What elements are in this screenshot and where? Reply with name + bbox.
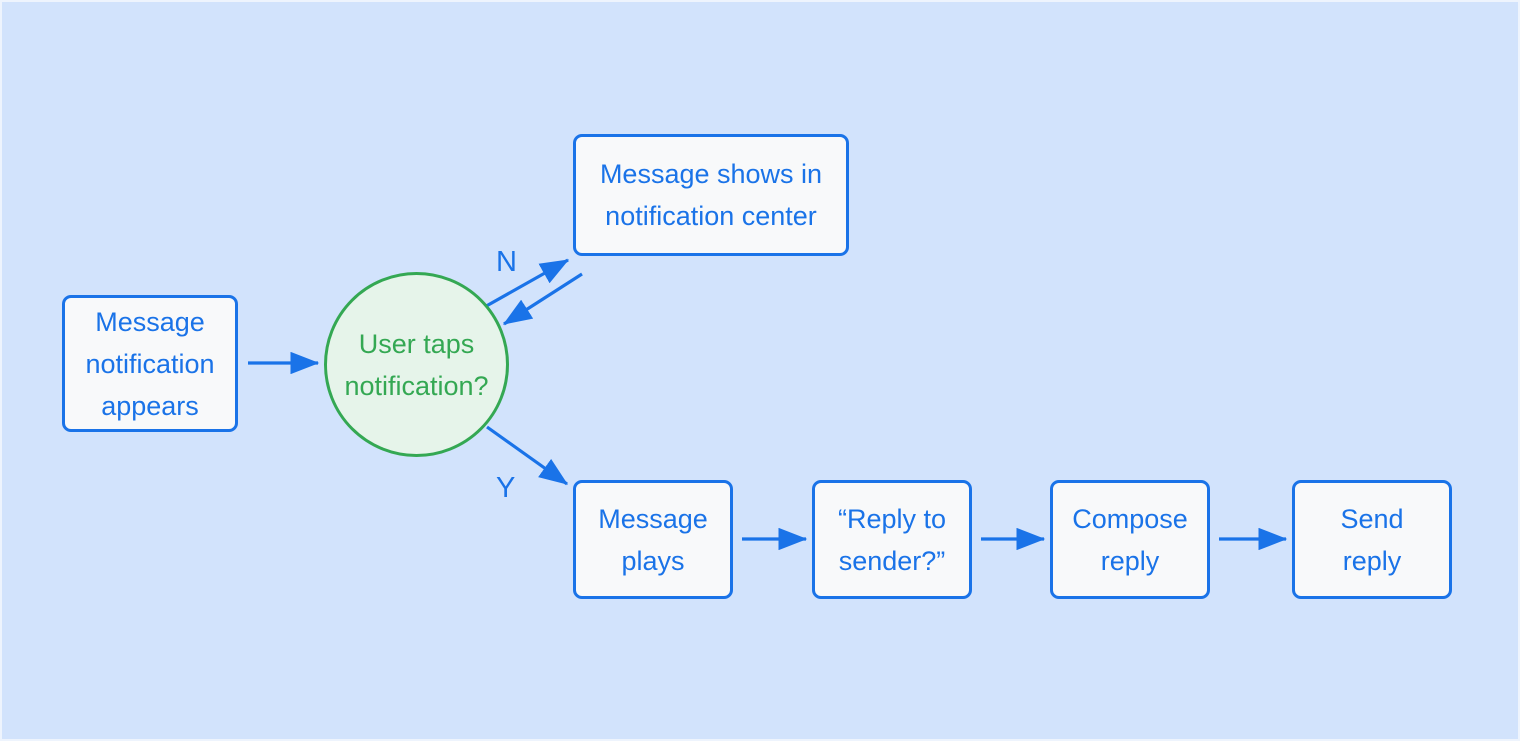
edge-notif-center-to-decision (502, 272, 583, 326)
node-reply-to-sender[interactable]: “Reply to sender?” (812, 480, 972, 599)
node-compose-reply[interactable]: Compose reply (1050, 480, 1210, 599)
node-message-plays[interactable]: Message plays (573, 480, 733, 599)
edge-label-no: N (496, 246, 517, 278)
edge-decision-to-notif-center (480, 258, 570, 311)
node-user-taps-notification-decision[interactable]: User taps notification? (324, 272, 509, 457)
node-message-shows-in-notification-center[interactable]: Message shows in notification center (573, 134, 849, 256)
node-send-reply[interactable]: Send reply (1292, 480, 1452, 599)
edge-label-yes: Y (496, 472, 516, 504)
node-message-notification-appears[interactable]: Message notification appears (62, 295, 238, 432)
